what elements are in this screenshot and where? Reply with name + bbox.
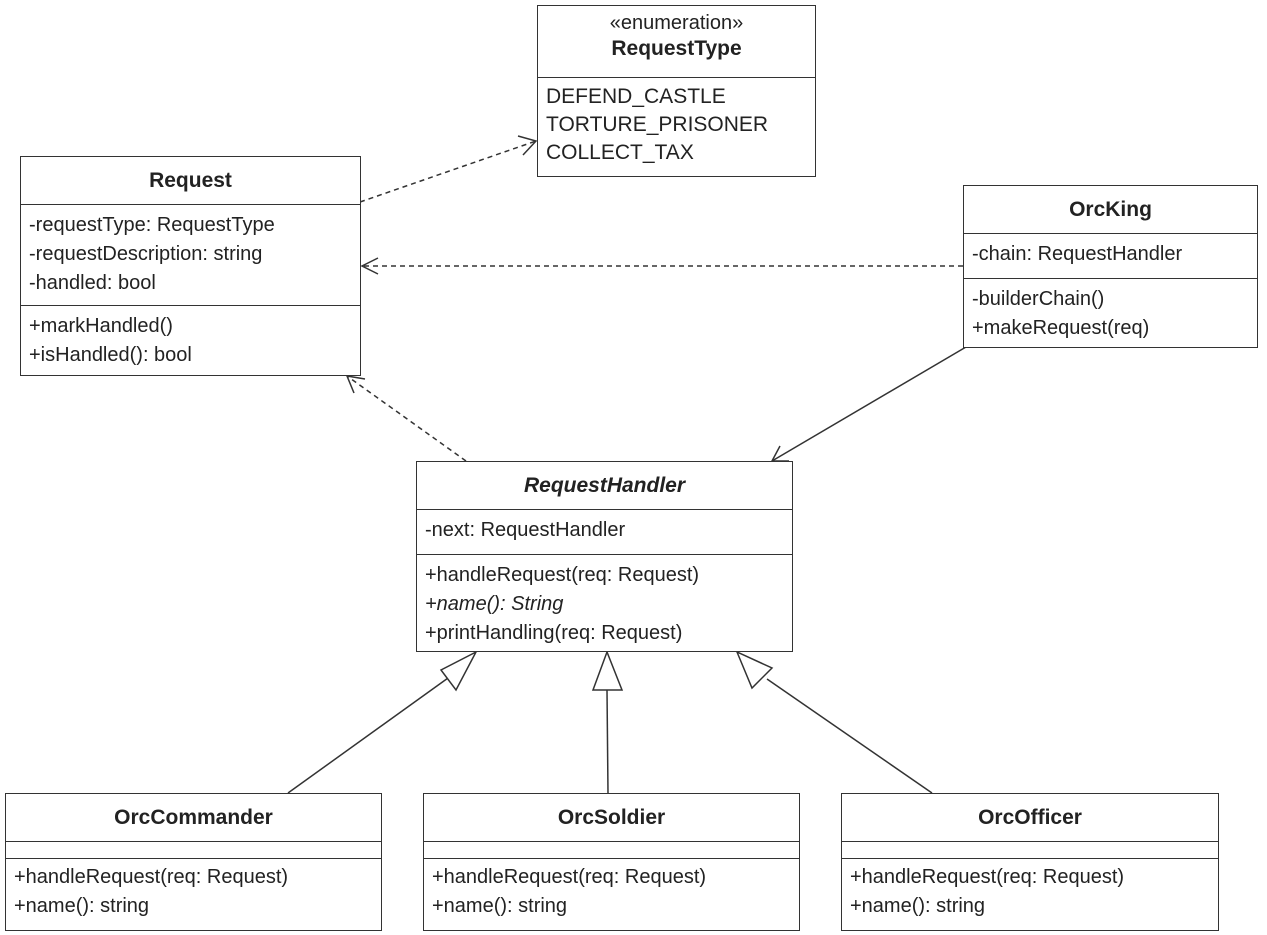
method: +printHandling(req: Request): [425, 622, 683, 644]
class-requesttype[interactable]: «enumeration» RequestType DEFEND_CASTLE …: [537, 5, 816, 177]
class-header: RequestHandler: [417, 462, 792, 510]
attribute: -chain: RequestHandler: [972, 243, 1183, 265]
class-name: RequestHandler: [523, 474, 686, 497]
class-name: OrcCommander: [114, 806, 273, 829]
method: +name(): string: [14, 895, 150, 917]
class-attributes: -next: RequestHandler: [417, 510, 792, 555]
class-attributes-empty: [424, 842, 799, 859]
class-name: RequestType: [611, 37, 742, 60]
class-orcofficer[interactable]: OrcOfficer +handleRequest(req: Request) …: [841, 793, 1219, 931]
class-attributes-empty: [6, 842, 381, 859]
enum-value: COLLECT_TAX: [546, 141, 694, 164]
method: +handleRequest(req: Request): [432, 866, 707, 888]
attribute: -requestDescription: string: [29, 243, 263, 265]
method: +handleRequest(req: Request): [425, 564, 700, 586]
enum-value: TORTURE_PRISONER: [546, 113, 769, 136]
method: +handleRequest(req: Request): [14, 866, 289, 888]
class-name: OrcSoldier: [557, 806, 666, 829]
class-name: OrcOfficer: [978, 806, 1082, 829]
class-methods: +handleRequest(req: Request) +name(): st…: [842, 859, 1218, 921]
class-orccommander[interactable]: OrcCommander +handleRequest(req: Request…: [5, 793, 382, 931]
dependency-requesthandler-to-request: [345, 375, 467, 462]
class-attributes: -requestType: RequestType -requestDescri…: [21, 205, 360, 306]
class-methods: +markHandled() +isHandled(): bool: [21, 306, 360, 370]
generalization-orcofficer: [735, 650, 933, 794]
association-orcking-to-requesthandler: [770, 346, 967, 462]
method: +makeRequest(req): [972, 317, 1150, 339]
class-header: OrcKing: [964, 186, 1257, 234]
class-orcsoldier[interactable]: OrcSoldier +handleRequest(req: Request) …: [423, 793, 800, 931]
class-header: OrcCommander: [6, 794, 381, 842]
dependency-request-to-requesttype: [359, 135, 538, 203]
class-name: Request: [149, 169, 232, 192]
class-header: Request: [21, 157, 360, 205]
dependency-orcking-to-request: [360, 257, 963, 275]
attribute: -handled: bool: [29, 272, 156, 294]
class-header: OrcOfficer: [842, 794, 1218, 842]
class-header: OrcSoldier: [424, 794, 799, 842]
class-requesthandler[interactable]: RequestHandler -next: RequestHandler +ha…: [416, 461, 793, 652]
method-abstract: +name(): String: [425, 593, 564, 615]
method: +name(): string: [850, 895, 986, 917]
method: +name(): string: [432, 895, 568, 917]
class-methods: +handleRequest(req: Request) +name(): st…: [424, 859, 799, 921]
generalization-orccommander: [287, 650, 478, 794]
class-name: OrcKing: [1069, 198, 1152, 221]
method: +markHandled(): [29, 315, 173, 337]
class-stereotype: «enumeration»: [609, 12, 744, 34]
generalization-orcsoldier: [591, 649, 624, 794]
class-methods: -builderChain() +makeRequest(req): [964, 279, 1257, 343]
attribute: -requestType: RequestType: [29, 214, 275, 236]
class-request[interactable]: Request -requestType: RequestType -reque…: [20, 156, 361, 376]
class-orcking[interactable]: OrcKing -chain: RequestHandler -builderC…: [963, 185, 1258, 348]
class-attributes-empty: [842, 842, 1218, 859]
class-attributes: -chain: RequestHandler: [964, 234, 1257, 279]
class-methods: +handleRequest(req: Request) +name(): St…: [417, 555, 792, 648]
class-methods: +handleRequest(req: Request) +name(): st…: [6, 859, 381, 921]
attribute: -next: RequestHandler: [425, 519, 626, 541]
method: -builderChain(): [972, 288, 1105, 310]
enum-values: DEFEND_CASTLE TORTURE_PRISONER COLLECT_T…: [538, 78, 815, 167]
enum-value: DEFEND_CASTLE: [546, 85, 726, 108]
class-header: «enumeration» RequestType: [538, 6, 815, 78]
method: +isHandled(): bool: [29, 344, 192, 366]
method: +handleRequest(req: Request): [850, 866, 1125, 888]
